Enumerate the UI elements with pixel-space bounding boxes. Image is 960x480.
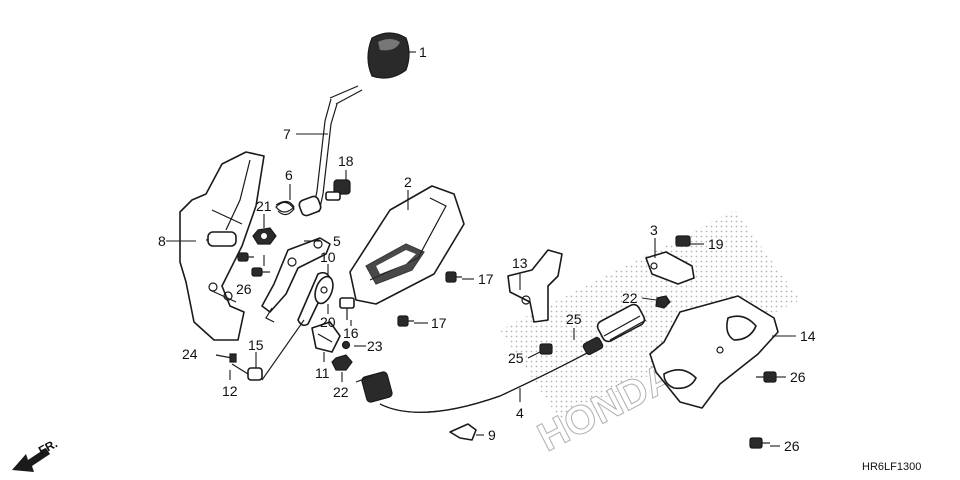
callout-19: 19 [708,236,724,252]
pivot-bolt [325,179,351,201]
callout-17a: 17 [478,271,494,287]
bolt-17-lower [397,315,414,327]
shift-arm [645,235,695,309]
callout-5: 5 [333,233,341,249]
shift-cable [355,303,647,413]
callout-22b: 22 [333,384,349,400]
dotted-background [500,210,800,420]
shift-knob [367,32,410,79]
callout-25b: 25 [508,350,524,366]
callout-9: 9 [488,427,496,443]
protector-plate [649,295,779,409]
nut-22-lower [331,354,353,371]
callout-12: 12 [222,383,238,399]
callout-4: 4 [516,405,524,421]
hardware-24-12-15 [215,353,263,381]
callout-17b: 17 [431,315,447,331]
bolt-26-right-upper [756,371,777,383]
pin-16 [339,297,355,320]
callout-8: 8 [158,233,166,249]
callout-7: 7 [283,126,291,142]
callout-labels: 1 2 3 4 5 6 7 8 9 10 11 12 13 14 15 16 1… [158,44,816,454]
shift-gate-plate [349,185,465,305]
shift-bracket [179,151,265,341]
bolt-26-bracket [237,252,270,277]
cable-clamp [311,321,351,353]
diagram-code: HR6LF1300 [862,461,921,473]
callout-26a: 26 [236,281,252,297]
callout-21: 21 [256,198,272,214]
callout-leaders [166,51,796,447]
link-plate [297,271,334,327]
callout-20: 20 [320,314,336,330]
callout-14: 14 [800,328,816,344]
bolt-26-right-lower [749,437,770,449]
callout-25a: 25 [566,311,582,327]
callout-13: 13 [512,255,528,271]
callout-26c: 26 [784,438,800,454]
cable-clip [449,423,477,441]
callout-1: 1 [419,44,427,60]
detent-arm [261,237,331,323]
shift-lever [298,85,363,217]
cable-bracket [507,249,563,355]
callout-10: 10 [320,249,336,265]
callout-15: 15 [248,337,264,353]
callout-22a: 22 [622,290,638,306]
lever-spring [275,200,295,216]
callout-18: 18 [338,153,354,169]
callout-6: 6 [285,167,293,183]
front-direction-arrow: FR. [12,436,60,472]
callout-24: 24 [182,346,198,362]
callout-26b: 26 [790,369,806,385]
flange-nut-21 [252,227,277,245]
callout-2: 2 [404,174,412,190]
bolt-17-upper [445,271,462,283]
callout-11: 11 [315,365,330,381]
callout-16: 16 [343,325,359,341]
callout-3: 3 [650,222,658,238]
callout-23: 23 [367,338,383,354]
